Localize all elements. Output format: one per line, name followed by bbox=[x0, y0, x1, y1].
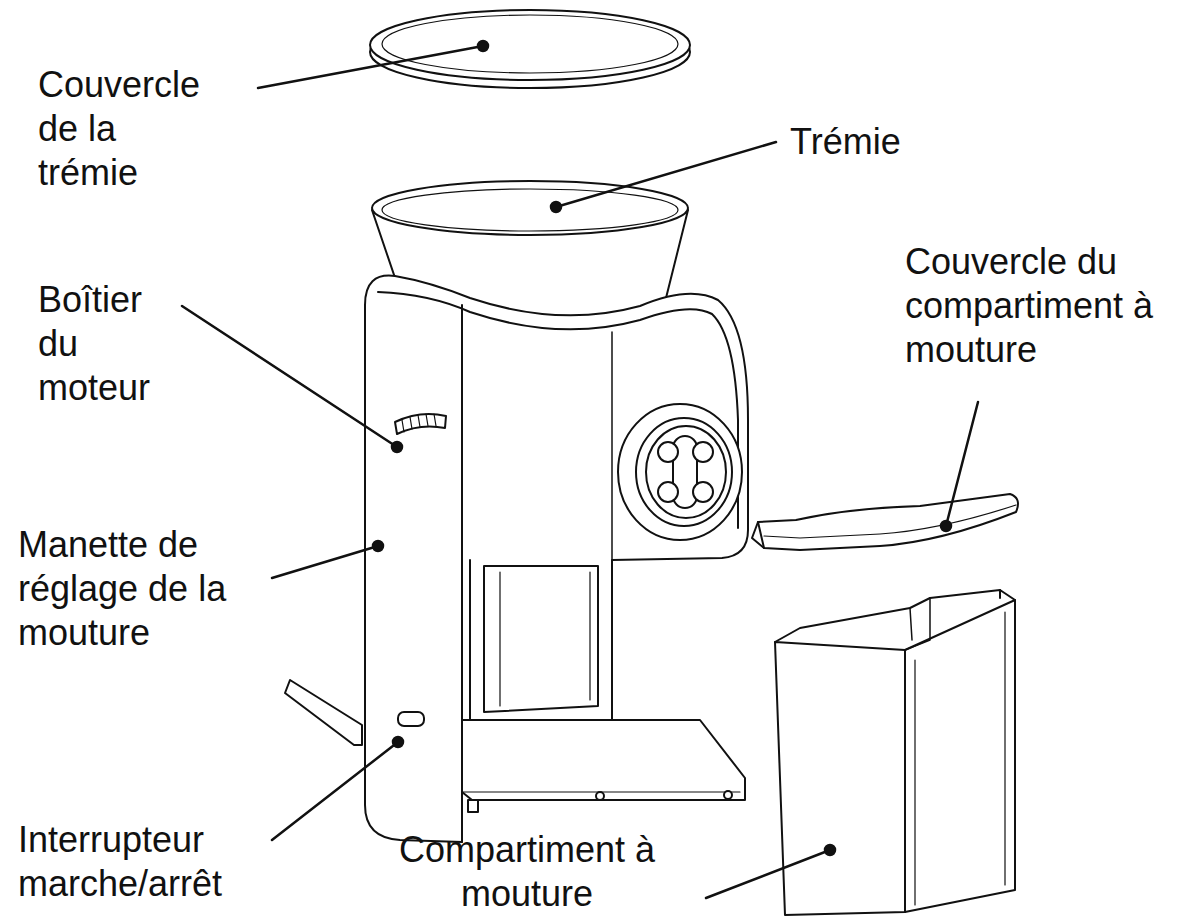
selector-knob bbox=[618, 404, 742, 540]
part-label: Trémie bbox=[790, 120, 990, 164]
hopper-lid bbox=[370, 10, 690, 88]
grounds-container bbox=[775, 590, 1015, 915]
part-label: Compartiment à mouture bbox=[394, 828, 660, 916]
motor-housing bbox=[365, 276, 748, 842]
grind-lever bbox=[395, 414, 446, 434]
part-label: Couvercle du compartiment à mouture bbox=[905, 240, 1167, 372]
power-cord bbox=[285, 680, 362, 745]
part-label: Manette de réglage de la mouture bbox=[18, 523, 240, 655]
part-label: Interrupteur marche/arrêt bbox=[18, 818, 234, 906]
part-label: Couvercle de la trémie bbox=[38, 63, 218, 195]
leader-lines bbox=[182, 41, 978, 898]
part-label: Boîtier du moteur bbox=[38, 278, 163, 410]
container-lid bbox=[752, 494, 1018, 550]
power-switch bbox=[398, 712, 424, 726]
